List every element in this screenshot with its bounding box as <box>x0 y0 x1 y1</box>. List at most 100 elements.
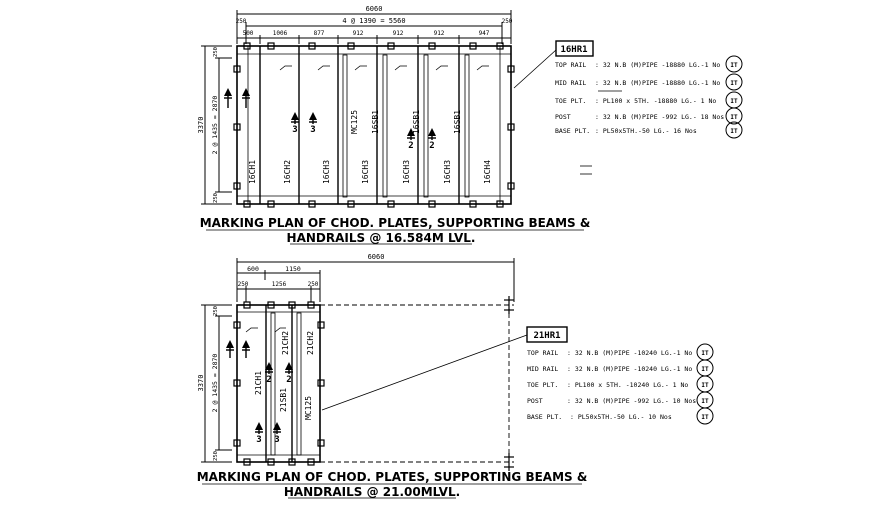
plan2-section-mark: 2 <box>286 375 291 385</box>
plan1-arrows <box>224 88 436 136</box>
plan2-spec-text: : 32 N.B (M)PIPE -992 LG.- 10 Nos <box>567 397 696 405</box>
plan2-badge: IT <box>701 414 709 421</box>
plan2-spec-label: TOP RAIL <box>527 349 558 357</box>
plan1-bay-dim: 947 <box>479 30 490 37</box>
plan2-beam <box>296 312 302 456</box>
plan1-section-mark: 2 <box>429 141 434 151</box>
plan1-dim-top-small: 250 <box>213 47 219 57</box>
plan1-beam <box>423 54 429 198</box>
plan1-dim-left: 250 <box>236 18 247 25</box>
plan1-section-mark: 3 <box>310 125 315 135</box>
plan1-section-mark: 3 <box>292 125 297 135</box>
plan2-section-mark: 3 <box>256 435 261 445</box>
plan2-dim-mid: 1256 <box>272 281 287 288</box>
plan1-panel-label: 16CH4 <box>483 160 492 184</box>
plan1-panel-label: 16CH3 <box>361 160 370 184</box>
plan2-dim-overall: 6060 <box>368 253 385 261</box>
plan2-spec-label: MID RAIL <box>527 365 558 373</box>
plan1-bay-dim: 912 <box>393 30 404 37</box>
plan2-panel-label: 21CH2 <box>306 331 315 355</box>
plan1-beam-label: 16SB1 <box>453 110 462 134</box>
plan2-tag: 21HR1 <box>533 331 560 341</box>
plan2-title-line2: HANDRAILS @ 21.00MLVL. <box>284 485 460 499</box>
plan2-dim-bot-small: 250 <box>213 451 219 461</box>
plan2-badges <box>696 343 714 425</box>
plan1-outline <box>236 45 512 205</box>
plan1-section-mark: 2 <box>408 141 413 151</box>
plan1-badge: IT <box>730 114 738 121</box>
plan2-spec-label: BASE PLT. <box>527 413 562 421</box>
plan1-spec-label: POST <box>555 113 571 121</box>
plan1-panel-label: 16CH2 <box>283 160 292 184</box>
plan1-panel-label: 16CH1 <box>248 160 257 184</box>
plan2-panel-label: 21CH2 <box>281 331 290 355</box>
plan1-spec-text: : PL50x5TH.-50 LG.- 16 Nos <box>595 127 697 135</box>
plan2-dim-top-small: 250 <box>213 306 219 316</box>
plan2-beam <box>270 312 276 456</box>
plan2-badge: IT <box>701 382 709 389</box>
plan1-bay-dim: 1006 <box>273 30 288 37</box>
plan2-dim-a: 600 <box>247 265 259 273</box>
plan2-spec-text: : 32 N.B (M)PIPE -10240 LG.-1 No <box>567 365 692 373</box>
plan1-beam-label: 16SB1 <box>371 110 380 134</box>
plan2-posts <box>233 301 325 466</box>
plan2-dim-left: 250 <box>238 281 249 288</box>
plan2-arrows <box>226 340 293 430</box>
plan1-badges <box>725 55 743 139</box>
plan1-tag-box <box>555 40 594 57</box>
plan1 <box>201 10 743 245</box>
plan2-title-line1: MARKING PLAN OF CHOD. PLATES, SUPPORTING… <box>197 470 588 484</box>
plan2-beam-label: MC125 <box>304 396 313 420</box>
plan2 <box>201 258 714 499</box>
plan1-dim-height-inner: 2 @ 1435 = 2870 <box>211 96 219 155</box>
plan2-panel-label: 21CH1 <box>254 371 263 395</box>
plan2-badge: IT <box>701 350 709 357</box>
plan1-badge: IT <box>730 98 738 105</box>
plan1-title-line2: HANDRAILS @ 16.584M LVL. <box>287 231 476 245</box>
plan1-dim-bot-small: 250 <box>213 193 219 203</box>
plan1-dim-overall: 6060 <box>366 5 383 13</box>
plan1-spec-text: : PL100 x 5TH. -18880 LG.- 1 No <box>595 97 716 105</box>
plan1-spec-text: : 32 N.B (M)PIPE -18880 LG.-1 No <box>595 61 720 69</box>
plan2-spec-text: : PL100 x 5TH. -10240 LG.- 1 No <box>567 381 688 389</box>
plan1-beam <box>464 54 470 198</box>
plan2-beam-label: 21SB1 <box>279 388 288 412</box>
plan2-dim-right: 250 <box>308 281 319 288</box>
plan1-badge: IT <box>730 62 738 69</box>
plan1-bay-dim: 877 <box>314 30 325 37</box>
plan2-section-mark: 2 <box>266 375 271 385</box>
plan1-bay-dim: 912 <box>434 30 445 37</box>
plan1-dim-height: 3370 <box>197 117 205 134</box>
plan1-panel-label: 16CH3 <box>443 160 452 184</box>
plan1-panel-label: 16CH3 <box>402 160 411 184</box>
plan1-dim-spacing: 4 @ 1390 = 5560 <box>342 17 405 25</box>
plan1-badge: IT <box>730 128 738 135</box>
plan2-dashed-extent <box>320 304 514 463</box>
plan1-beam-label: MC125 <box>350 110 359 134</box>
plan2-spec-text: : PL50x5TH.-50 LG.- 10 Nos <box>570 413 672 421</box>
plan2-badge: IT <box>701 366 709 373</box>
plan1-bay-dim: 500 <box>243 30 254 37</box>
plan2-tag-box <box>526 326 568 343</box>
plan2-dim-height-inner: 2 @ 1435 = 2870 <box>211 354 219 413</box>
plan1-beam-label: 16SB1 <box>412 110 421 134</box>
plan1-bay-dim: 912 <box>353 30 364 37</box>
plan2-spec-label: POST <box>527 397 543 405</box>
plan2-badge: IT <box>701 398 709 405</box>
plan2-dim-height: 3370 <box>197 375 205 392</box>
plan1-spec-label: TOP RAIL <box>555 61 586 69</box>
plan1-spec-text: : 32 N.B (M)PIPE -18880 LG.-1 No <box>595 79 720 87</box>
plan1-panel-label: 16CH3 <box>322 160 331 184</box>
plan1-tag: 16HR1 <box>560 45 587 55</box>
plan1-beam <box>382 54 388 198</box>
plan1-title-line1: MARKING PLAN OF CHOD. PLATES, SUPPORTING… <box>200 216 591 230</box>
plan2-spec-text: : 32 N.B (M)PIPE -10240 LG.-1 No <box>567 349 692 357</box>
plan2-outline <box>236 304 321 463</box>
plan1-posts <box>233 42 515 208</box>
plan1-spec-label: BASE PLT. <box>555 127 590 135</box>
plan1-spec-text: : 32 N.B (M)PIPE -992 LG.- 18 Nos <box>595 113 724 121</box>
plan2-spec-label: TOE PLT. <box>527 381 558 389</box>
plan1-spec-label: TOE PLT. <box>555 97 586 105</box>
plan1-leader <box>513 49 557 89</box>
